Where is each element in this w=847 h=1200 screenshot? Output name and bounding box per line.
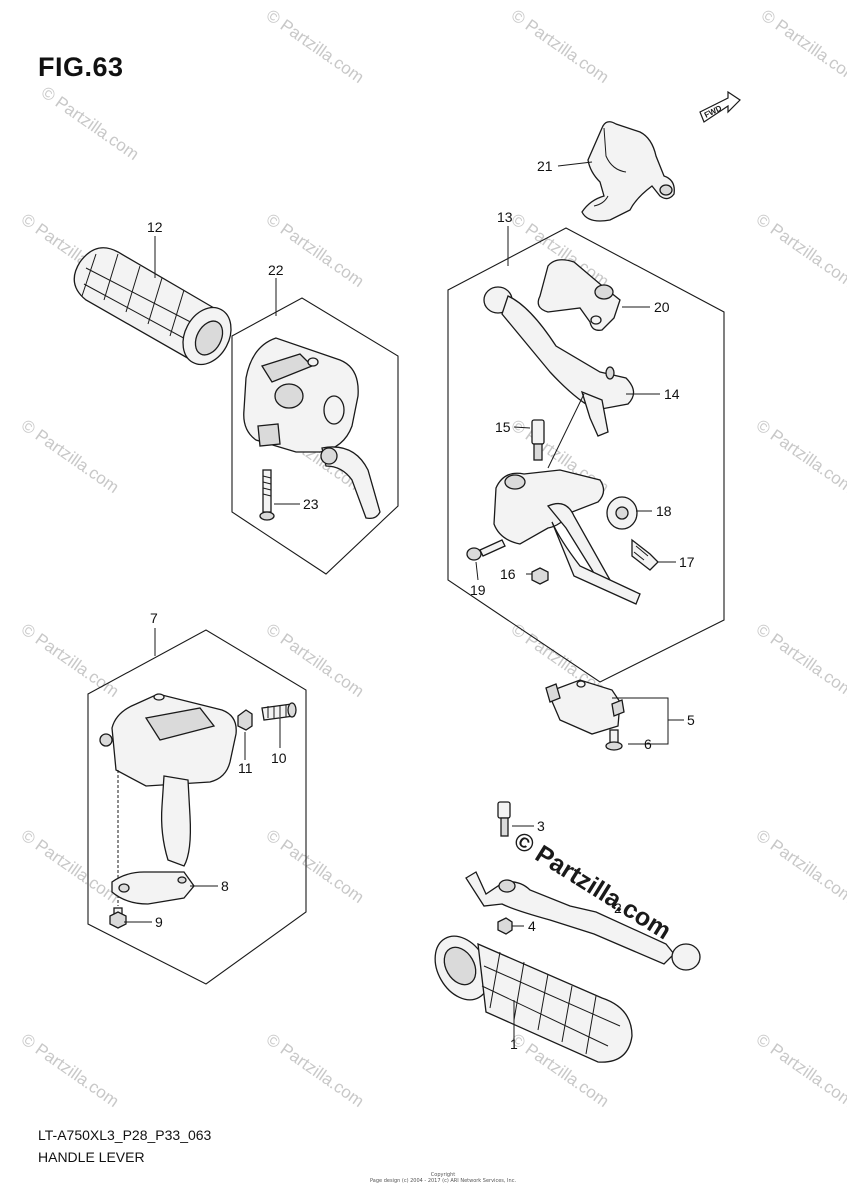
callout-13: 13	[497, 209, 513, 225]
part-1-grip-right	[434, 935, 633, 1063]
leader-line	[547, 393, 585, 469]
callout-5: 5	[687, 712, 695, 728]
part-14-lever	[483, 286, 635, 437]
watermark: © Partzilla.com	[508, 6, 613, 87]
part-22-switch-housing	[243, 337, 381, 520]
part-13-master-cylinder	[493, 469, 641, 605]
watermark: © Partzilla.com	[263, 6, 368, 87]
callout-19: 19	[470, 582, 486, 598]
part-2-lever	[465, 871, 701, 971]
callout-18: 18	[656, 503, 672, 519]
diagram-code: LT-A750XL3_P28_P33_063	[38, 1127, 212, 1143]
watermark-layer: © Partzilla.com © Partzilla.com © Partzi…	[18, 6, 847, 1111]
callout-9: 9	[155, 914, 163, 930]
watermark: © Partzilla.com	[263, 826, 368, 907]
part-7-assembly-box	[87, 629, 307, 985]
watermark: © Partzilla.com	[18, 416, 123, 497]
callout-labels: 1 2 3 4 5 6 7 8 9 10 11 12 13 14 15 16 1…	[147, 158, 695, 1052]
callout-7: 7	[150, 610, 158, 626]
part-7-throttle-housing	[99, 693, 237, 867]
callout-1: 1	[510, 1036, 518, 1052]
watermark: © Partzilla.com	[38, 83, 143, 164]
part-5-switch	[545, 679, 625, 735]
watermark: © Partzilla.com	[753, 826, 847, 907]
part-18-cap	[606, 496, 638, 530]
watermark: © Partzilla.com	[758, 6, 847, 87]
watermark: © Partzilla.com	[263, 620, 368, 701]
watermark: © Partzilla.com	[263, 210, 368, 291]
copyright-label: Copyright	[430, 1172, 456, 1178]
copyright-text: Page design (c) 2004 - 2017 (c) ARI Netw…	[370, 1178, 517, 1184]
callout-20: 20	[654, 299, 670, 315]
watermark: © Partzilla.com	[18, 1030, 123, 1111]
callout-21: 21	[537, 158, 553, 174]
part-8-cover-plate	[111, 871, 195, 905]
part-21-guard	[581, 121, 675, 222]
watermark: © Partzilla.com	[18, 826, 123, 907]
part-20-bracket	[537, 259, 621, 331]
callout-8: 8	[221, 878, 229, 894]
part-12-grip-left	[73, 247, 232, 366]
part-15-bolt	[531, 419, 545, 461]
part-4-nut	[497, 917, 513, 935]
part-16-nut	[531, 567, 549, 585]
watermark: © Partzilla.com	[753, 210, 847, 291]
watermark: © Partzilla.com	[263, 1030, 368, 1111]
part-22-assembly-box	[231, 297, 399, 575]
part-6-screw	[605, 729, 623, 751]
callout-6: 6	[644, 736, 652, 752]
part-19-bolt	[466, 539, 506, 561]
copyright-notice: Copyright Page design (c) 2004 - 2017 (c…	[370, 1172, 516, 1184]
callout-14: 14	[664, 386, 680, 402]
part-23-screw	[259, 469, 275, 521]
callout-2: 2	[614, 900, 622, 916]
part-10-bolt	[261, 702, 297, 721]
part-17-switch	[631, 538, 659, 571]
callout-15: 15	[495, 419, 511, 435]
figure-title: FIG.63	[38, 52, 124, 82]
part-9-screw	[109, 907, 127, 929]
callout-3: 3	[537, 818, 545, 834]
callout-17: 17	[679, 554, 695, 570]
callout-12: 12	[147, 219, 163, 235]
watermark: © Partzilla.com	[753, 416, 847, 497]
part-11-nut	[237, 709, 253, 731]
part-3-bolt	[497, 801, 511, 837]
watermark: © Partzilla.com	[18, 620, 123, 701]
watermark: © Partzilla.com	[753, 620, 847, 701]
fwd-arrow-icon: FWD	[699, 90, 741, 123]
callout-16: 16	[500, 566, 516, 582]
part-13-assembly-box	[447, 227, 725, 683]
callout-11: 11	[238, 760, 253, 776]
callout-23: 23	[303, 496, 319, 512]
callout-4: 4	[528, 918, 536, 934]
callout-10: 10	[271, 750, 287, 766]
callout-leaders	[124, 161, 684, 1040]
callout-22: 22	[268, 262, 284, 278]
diagram-name: HANDLE LEVER	[38, 1149, 145, 1165]
watermark: © Partzilla.com	[753, 1030, 847, 1111]
